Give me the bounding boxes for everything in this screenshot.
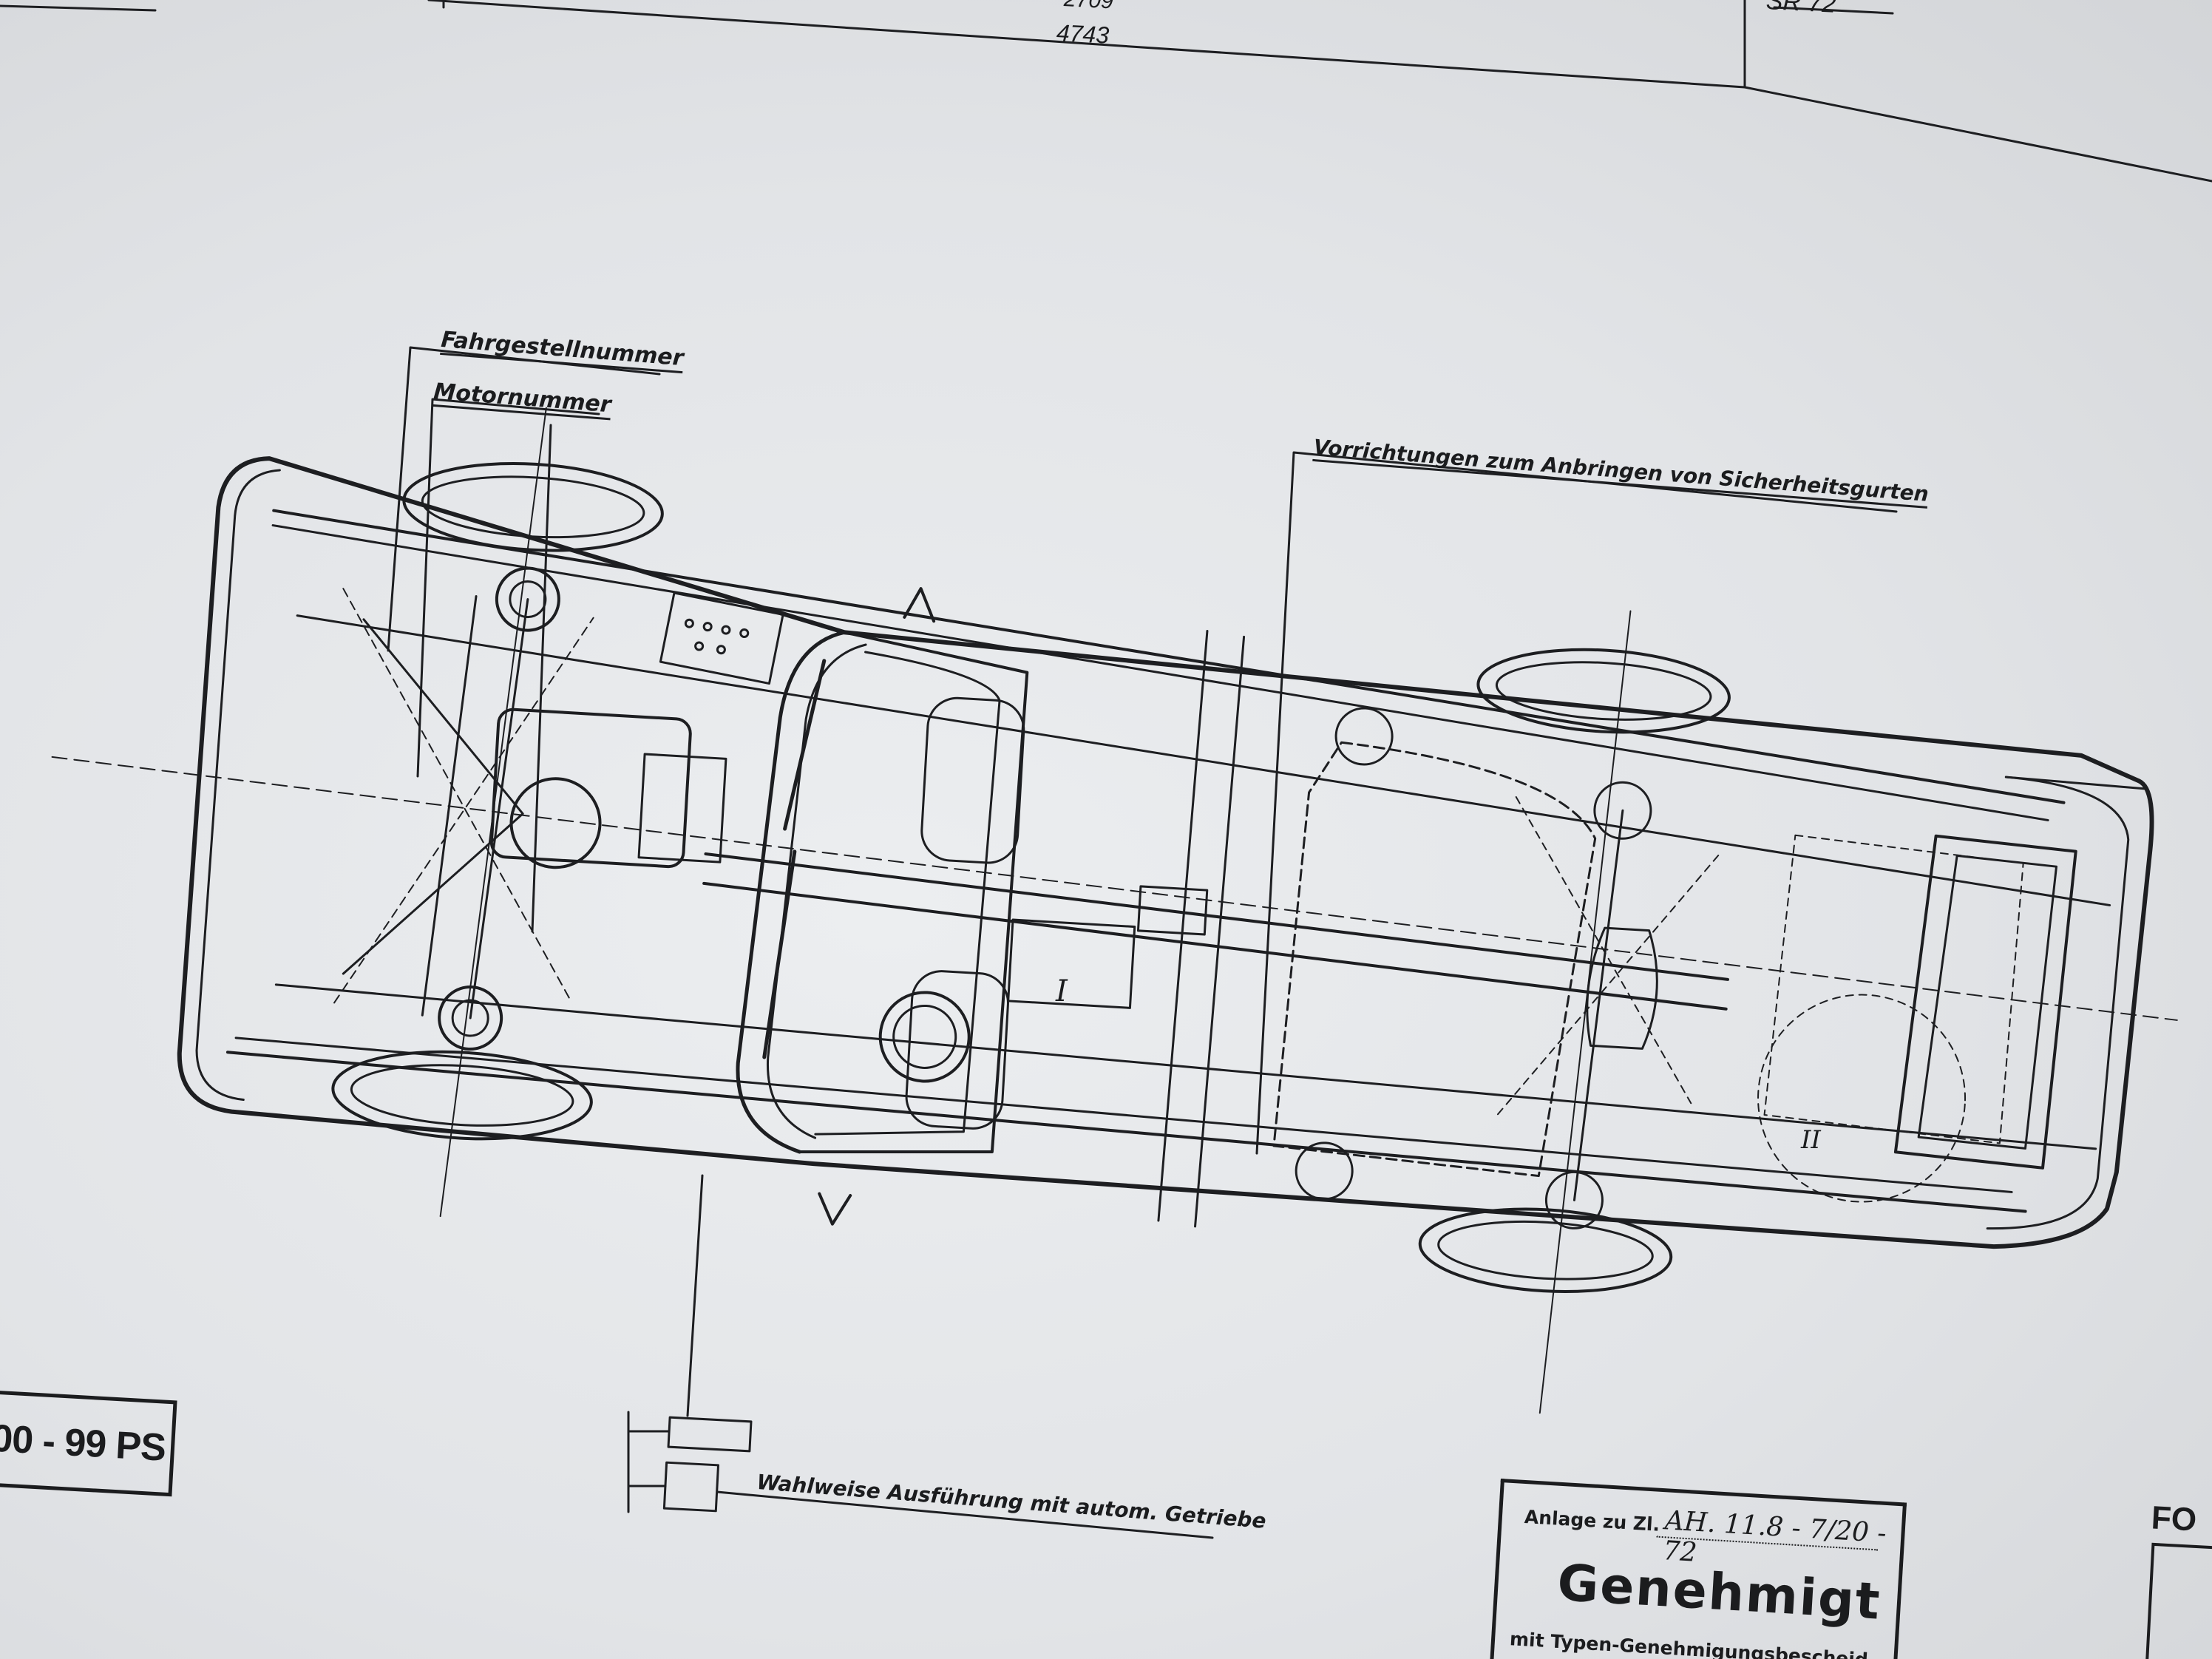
overall-length-dimension: 4743 (1056, 19, 1110, 49)
approval-stamp: Anlage zu Zl. AH. 11.8 - 7/20 - 72 Geneh… (1487, 1479, 1907, 1659)
stamp-anlage-label: Anlage zu Zl. (1524, 1506, 1660, 1536)
right-edge-table (2143, 1542, 2212, 1659)
stamp-line-1: mit Typen-Genehmigungsbescheid (1509, 1628, 1869, 1659)
body-outline (177, 456, 2154, 1249)
top-dimension-frame (0, 0, 2212, 183)
power-rating-box: 00 - 99 PS (0, 1390, 177, 1497)
zone-one-marker: I (1056, 974, 1068, 1008)
zone-two-marker: II (1801, 1125, 1821, 1155)
power-rating-text: 00 - 99 PS (0, 1417, 167, 1470)
right-edge-heading: FO (2150, 1499, 2198, 1538)
leader-lines (387, 346, 1898, 1539)
top-partial-dimension: 2709 (1063, 0, 1114, 14)
car-body (51, 407, 2178, 1414)
